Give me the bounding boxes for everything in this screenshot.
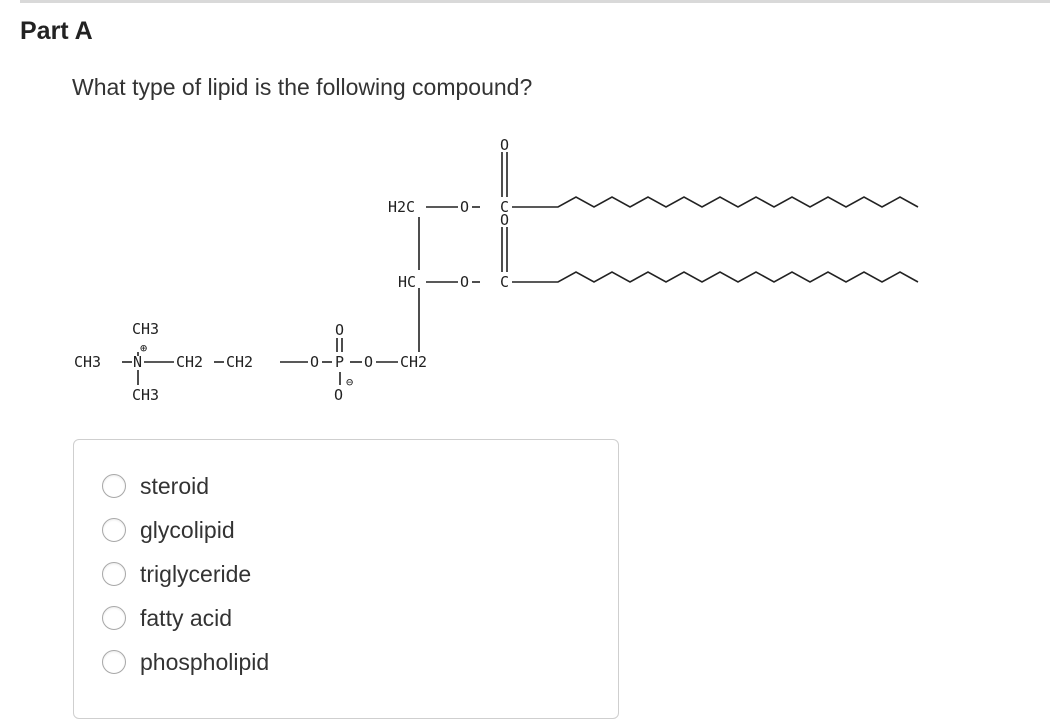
radio-button[interactable]	[102, 474, 126, 498]
option-steroid[interactable]: steroid	[102, 471, 209, 501]
label-h2c: H2C	[388, 198, 415, 216]
label-o-carbonyl2: O	[500, 211, 509, 229]
option-label: glycolipid	[140, 516, 235, 543]
option-triglyceride[interactable]: triglyceride	[102, 559, 251, 589]
answer-choices-box: steroid glycolipid triglyceride fatty ac…	[73, 439, 619, 719]
option-label: fatty acid	[140, 604, 233, 631]
label-o-minus: O	[334, 386, 343, 404]
label-c-chain1: C	[500, 198, 509, 216]
label-ch3-top: CH3	[132, 320, 159, 338]
compound-structure: CH3 ⊕ CH3 N CH3 CH2 CH2 O O P O O ⊖ CH2 …	[74, 136, 919, 404]
label-ch2-b: CH2	[226, 353, 253, 371]
option-fatty-acid[interactable]: fatty acid	[102, 603, 232, 633]
label-hc: HC	[398, 273, 416, 291]
option-label: steroid	[140, 472, 210, 499]
label-ch3-bottom: CH3	[132, 386, 159, 404]
label-o-carbonyl1: O	[500, 136, 509, 154]
option-glycolipid[interactable]: glycolipid	[102, 515, 235, 545]
label-p: P	[335, 353, 344, 371]
fatty-acid-chain-2	[512, 271, 919, 283]
label-minus-charge: ⊖	[346, 375, 353, 389]
label-ch3-left: CH3	[74, 353, 101, 371]
label-n: N	[133, 353, 142, 371]
label-ch2-a: CH2	[176, 353, 203, 371]
option-phospholipid[interactable]: phospholipid	[102, 647, 269, 677]
part-title: Part A	[20, 17, 93, 45]
radio-button[interactable]	[102, 518, 126, 542]
option-label: triglyceride	[140, 560, 252, 587]
label-o-ester: O	[310, 353, 319, 371]
radio-button[interactable]	[102, 562, 126, 586]
label-o-link: O	[364, 353, 373, 371]
label-o-double-top: O	[335, 321, 344, 339]
label-ch2-glycerol: CH2	[400, 353, 427, 371]
label-c-chain2: C	[500, 273, 509, 291]
radio-button[interactable]	[102, 606, 126, 630]
option-label: phospholipid	[140, 648, 270, 675]
label-plus-charge: ⊕	[140, 341, 147, 355]
question-text: What type of lipid is the following comp…	[72, 74, 533, 100]
fatty-acid-chain-1	[512, 196, 919, 208]
label-o-chain1: O	[460, 198, 469, 216]
label-o-chain2: O	[460, 273, 469, 291]
top-divider	[20, 0, 1050, 3]
radio-button[interactable]	[102, 650, 126, 674]
